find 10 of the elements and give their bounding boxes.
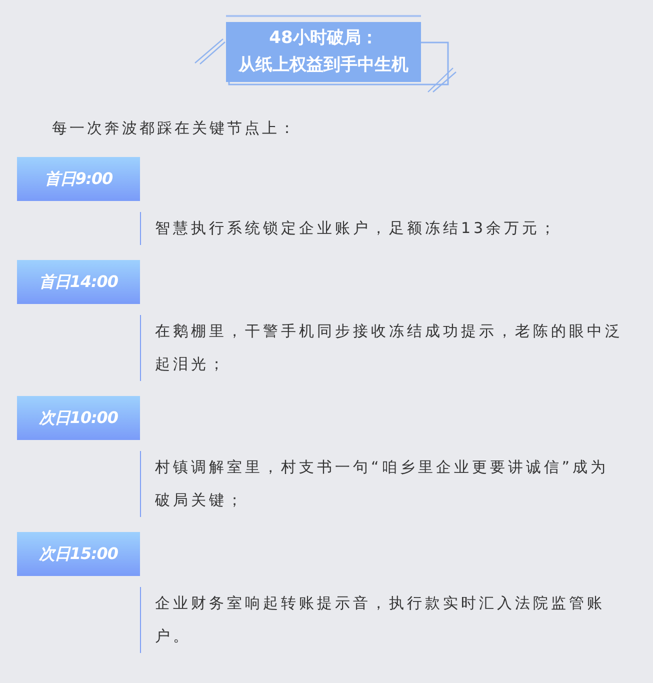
- event-description: 在鹅棚里，干警手机同步接收冻结成功提示，老陈的眼中泛起泪光；: [140, 315, 625, 381]
- event-description: 智慧执行系统锁定企业账户，足额冻结13余万元；: [140, 212, 625, 245]
- intro-text: 每一次奔波都踩在关键节点上：: [52, 118, 297, 139]
- event-description: 企业财务室响起转账提示音，执行款实时汇入法院监管账户。: [140, 587, 625, 653]
- time-badge: 首日9:00: [17, 157, 140, 201]
- time-badge: 次日10:00: [17, 396, 140, 440]
- time-badge: 首日14:00: [17, 260, 140, 304]
- title-text: 48小时破局：从纸上权益到手中生机: [237, 27, 410, 77]
- event-description: 村镇调解室里，村支书一句“咱乡里企业更要讲诚信”成为破局关键；: [140, 451, 625, 517]
- time-badge: 次日15:00: [17, 532, 140, 576]
